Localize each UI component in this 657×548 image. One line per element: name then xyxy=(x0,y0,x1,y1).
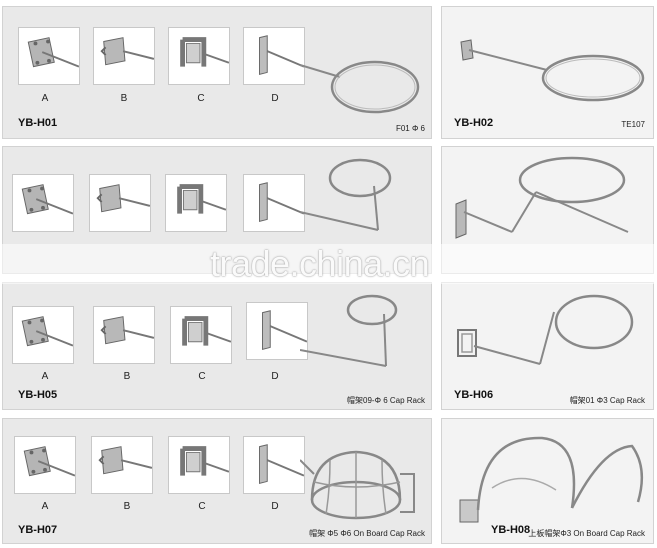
cap-dome-rack-icon xyxy=(300,450,415,520)
variant-label: A xyxy=(41,501,49,512)
bracket-plate-icon xyxy=(21,316,73,347)
slatwall-hook-icon xyxy=(259,444,304,484)
product-spec: F01 Φ 6 xyxy=(395,124,425,133)
product-code: YB-H02 xyxy=(454,117,494,129)
product-code: YB-H01 xyxy=(18,117,58,129)
gridwall-hook-icon xyxy=(177,184,226,214)
thumb-c xyxy=(165,174,227,232)
variant-label: B xyxy=(120,93,128,104)
gridwall-hook-icon xyxy=(180,446,229,476)
product-code: YB-H05 xyxy=(18,389,58,401)
bracket-plate-icon xyxy=(23,446,75,477)
bracket-plate-icon xyxy=(21,184,73,215)
slatwall-hook-icon xyxy=(259,35,304,75)
thumb-d xyxy=(243,436,305,494)
cap-dome-rack-icon xyxy=(459,436,644,523)
variant-label: C xyxy=(198,371,206,382)
product-code: YB-H06 xyxy=(454,389,494,401)
ring-rack-icon xyxy=(300,60,420,114)
thumb-c xyxy=(168,436,230,494)
product-code: YB-H08 xyxy=(491,524,531,536)
thumb-a xyxy=(18,27,80,85)
product-code: YB-H07 xyxy=(18,524,58,536)
thumb-b xyxy=(93,306,155,364)
thumb-a xyxy=(12,174,74,232)
variant-label: B xyxy=(123,371,131,382)
thumb-d xyxy=(243,27,305,85)
thumb-d xyxy=(243,174,305,232)
thumb-b xyxy=(91,436,153,494)
product-spec: TE107 xyxy=(621,120,645,129)
product-spec: 上板帽架Φ3 On Board Cap Rack xyxy=(528,529,645,538)
variant-label: D xyxy=(271,371,279,382)
thumb-b xyxy=(93,27,155,85)
thumb-c xyxy=(168,27,230,85)
variant-label: A xyxy=(41,93,49,104)
gridwall-hook-icon xyxy=(182,316,231,346)
bracket-plate-icon xyxy=(27,37,79,68)
ring-rack-icon xyxy=(455,156,629,239)
slatwall-hook-icon xyxy=(262,310,307,350)
product-spec: 帽架01 Φ3 Cap Rack xyxy=(569,396,645,405)
variant-label: A xyxy=(41,371,49,382)
watermark: trade.china.cn xyxy=(210,243,430,284)
ring-rack-icon xyxy=(300,158,392,231)
ring-rack-icon xyxy=(457,294,634,365)
variant-label: C xyxy=(198,501,206,512)
ring-rack-icon xyxy=(300,294,398,367)
variant-label: C xyxy=(197,93,205,104)
thumb-d xyxy=(246,302,308,360)
thumb-a xyxy=(12,306,74,364)
thumb-c xyxy=(170,306,232,364)
slot-clip-icon xyxy=(98,446,152,475)
watermark-band xyxy=(0,244,657,284)
variant-label: B xyxy=(123,501,131,512)
variant-label: D xyxy=(271,93,279,104)
slot-clip-icon xyxy=(100,37,154,66)
slot-clip-icon xyxy=(96,184,150,213)
ring-rack-icon xyxy=(460,39,645,102)
slot-clip-icon xyxy=(100,316,154,345)
thumb-b xyxy=(89,174,151,232)
gridwall-hook-icon xyxy=(180,37,229,67)
slatwall-hook-icon xyxy=(259,182,304,222)
product-spec: 帽架09-Φ 6 Cap Rack xyxy=(347,396,425,405)
variant-label: D xyxy=(271,501,279,512)
product-spec: 帽架 Φ5 Φ6 On Board Cap Rack xyxy=(309,529,425,538)
thumb-a xyxy=(14,436,76,494)
